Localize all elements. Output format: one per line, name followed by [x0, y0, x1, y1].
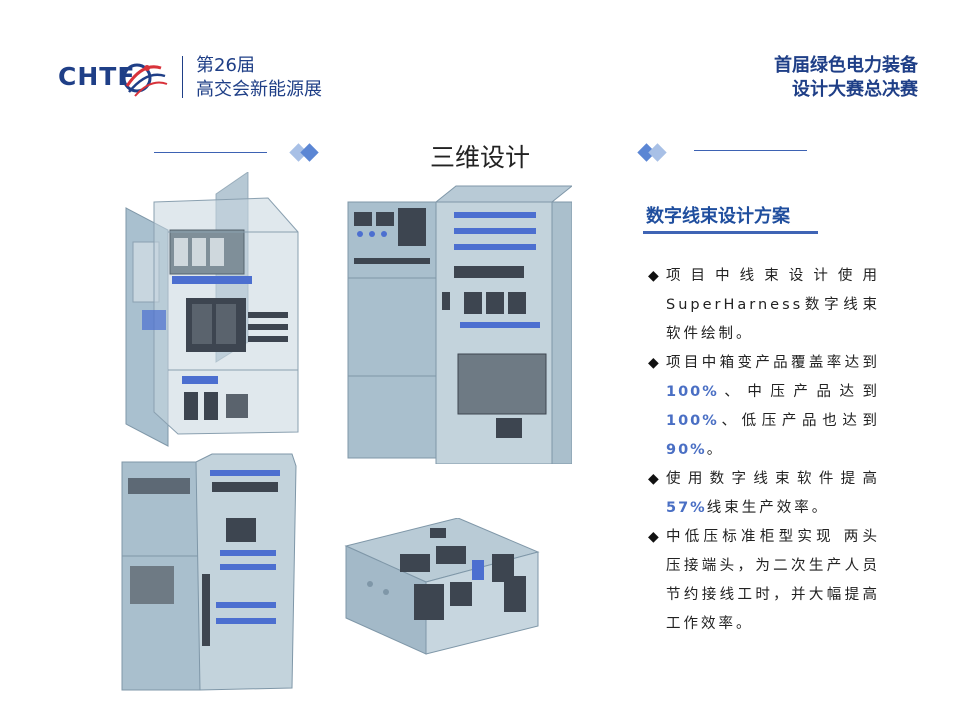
contest-line-2: 设计大赛总决赛 — [792, 79, 918, 100]
exhibition-line-2: 高交会新能源展 — [196, 79, 322, 100]
bullet-item-4: 中低压标准柜型实现 两头压接端头，为二次生产人员节约接线工时，并大幅提高工作效率… — [648, 523, 880, 639]
drawer-unit-render — [340, 518, 540, 658]
bullet-text: 、中压产品达到 — [718, 384, 880, 400]
bullet-list: 项目中线束设计使用SuperHarness数字线束软件绘制。 项目中箱变产品覆盖… — [648, 262, 880, 639]
panel-heading: 数字线束设计方案 — [646, 206, 790, 227]
title-rule-right — [694, 150, 807, 151]
bullet-text: 线束生产效率。 — [706, 500, 830, 516]
bullet-item-2: 项目中箱变产品覆盖率达到100%、中压产品达到100%、低压产品也达到90%。 — [648, 349, 880, 465]
highlight-value: 100% — [666, 413, 719, 429]
bullet-text: 项目中箱变产品覆盖率达到 — [666, 355, 880, 371]
logo-text: CHTF — [58, 61, 136, 91]
contest-line-1: 首届绿色电力装备 — [774, 55, 918, 76]
bullet-item-3: 使用数字线束软件提高 57%线束生产效率。 — [648, 465, 880, 523]
highlight-value: 100% — [666, 384, 719, 400]
title-rule-left — [154, 152, 267, 153]
exhibition-name: 第26届 高交会新能源展 — [196, 54, 322, 102]
panel-heading-underline — [643, 231, 818, 234]
header-divider — [182, 56, 183, 98]
exploded-cabinet-render — [108, 172, 308, 448]
highlight-value: 57% — [666, 500, 707, 516]
bullet-text: 项目中线束设计使用SuperHarness数字线束软件绘制。 — [666, 268, 880, 342]
exhibition-line-1: 第26届 — [196, 55, 255, 76]
highlight-value: 90% — [666, 442, 707, 458]
logo-emblem-icon — [117, 60, 169, 104]
bullet-item-1: 项目中线束设计使用SuperHarness数字线束软件绘制。 — [648, 262, 880, 349]
double-cabinet-render — [120, 452, 300, 692]
diamond-ornament-left-icon — [289, 142, 324, 162]
bullet-text: 。 — [706, 442, 725, 458]
chtf-logo: CHTF — [58, 52, 178, 100]
open-cabinet-render — [346, 182, 572, 464]
bullet-text: 中低压标准柜型实现 两头压接端头，为二次生产人员节约接线工时，并大幅提高工作效率… — [666, 529, 880, 632]
section-title: 三维设计 — [429, 143, 530, 172]
bullet-text: 、低压产品也达到 — [718, 413, 880, 429]
diamond-ornament-right-icon — [637, 142, 672, 162]
contest-name: 首届绿色电力装备 设计大赛总决赛 — [774, 54, 918, 102]
bullet-text: 使用数字线束软件提高 — [666, 471, 880, 487]
